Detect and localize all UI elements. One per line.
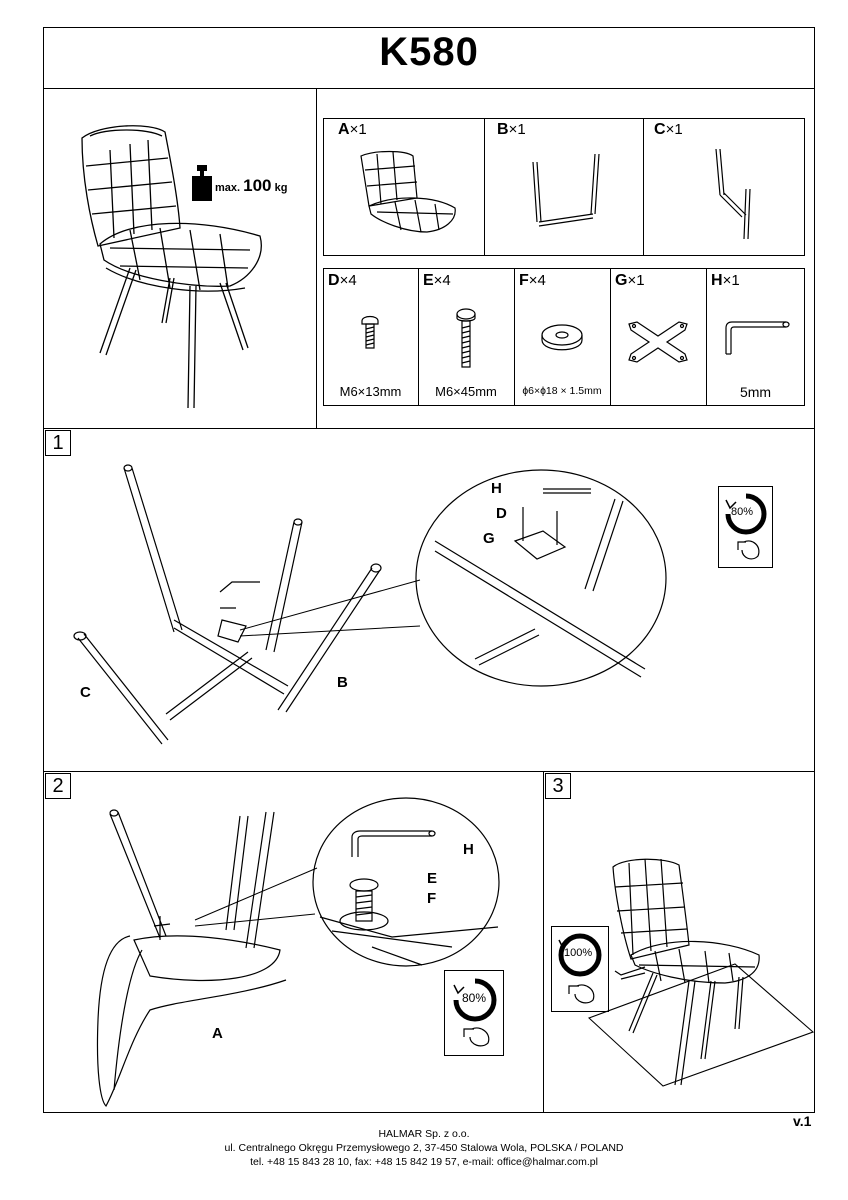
page-title: K580 — [379, 30, 479, 74]
parts-row-small-divider-1 — [418, 268, 419, 406]
step-3-torque-box — [551, 926, 609, 1012]
header-divider — [43, 88, 815, 89]
part-h-letter: H — [711, 272, 723, 289]
step-1-label-b: B — [337, 674, 348, 691]
step-2-label-e: E — [427, 870, 438, 887]
long-bolt-icon — [456, 308, 476, 370]
step-1-detail-magnifier — [415, 469, 667, 687]
part-d-qty: ×4 — [339, 272, 357, 289]
step-1-detail-leaders — [230, 560, 430, 640]
step-2-label-f: F — [427, 890, 437, 907]
step-divider — [543, 771, 544, 1113]
parts-row-small — [323, 268, 805, 406]
part-b-letter: B — [497, 121, 509, 138]
short-bolt-icon — [360, 315, 380, 355]
part-h-spec: 5mm — [739, 384, 772, 400]
part-e-qty: ×4 — [433, 272, 451, 289]
part-f-spec: ɸ6×ɸ18 × 1.5mm — [522, 385, 602, 397]
footer-company: HALMAR Sp. z o.o. — [378, 1128, 470, 1140]
part-a-label: A×1 — [338, 121, 367, 139]
step-2-label-a: A — [212, 1025, 223, 1042]
section-divider-1 — [43, 428, 815, 429]
document-frame — [43, 27, 815, 1113]
part-g-label: G×1 — [615, 272, 645, 290]
chair-overview-illustration — [70, 118, 310, 418]
step-1-label-c: C — [80, 684, 91, 701]
part-f-qty: ×4 — [528, 272, 546, 289]
section-divider-2 — [43, 771, 815, 772]
weight-icon — [192, 165, 212, 201]
step-2-label-h: H — [463, 841, 474, 858]
parts-row-large-divider-1 — [484, 118, 485, 256]
step-1-torque-box — [718, 486, 773, 568]
part-e-spec: M6×45mm — [435, 384, 497, 399]
footer-address: ul. Centralnego Okręgu Przemysłowego 2, … — [224, 1142, 624, 1154]
part-c-frame-illustration — [706, 145, 756, 245]
part-b-label: B×1 — [497, 121, 526, 139]
part-d-spec: M6×13mm — [339, 384, 402, 399]
step-1-number: 1 — [45, 430, 71, 456]
part-g-letter: G — [615, 272, 628, 289]
part-d-letter: D — [328, 272, 340, 289]
part-e-label: E×4 — [423, 272, 451, 290]
step-3-number: 3 — [545, 773, 571, 799]
part-f-letter: F — [519, 272, 529, 289]
part-a-qty: ×1 — [349, 121, 367, 138]
part-f-label: F×4 — [519, 272, 546, 290]
step-1-torque-value: 80% — [731, 506, 754, 518]
step-2-detail-leaders — [185, 860, 325, 930]
hex-key-icon — [722, 320, 792, 356]
step-3-chair-illustration — [605, 855, 785, 1085]
step-2-detail-magnifier — [312, 797, 500, 967]
part-h-qty: ×1 — [722, 272, 740, 289]
step-3-torque-value: 100% — [564, 947, 593, 959]
cross-plate-icon — [625, 320, 691, 364]
max-load-prefix: max. — [215, 182, 241, 194]
parts-row-small-divider-2 — [514, 268, 515, 406]
step-2-torque-value: 80% — [462, 991, 487, 1005]
part-c-letter: C — [654, 121, 666, 138]
step-3-floor-illustration — [585, 960, 815, 1090]
max-load-unit: kg — [274, 182, 288, 194]
part-h-label: H×1 — [711, 272, 740, 290]
parts-row-large-divider-2 — [643, 118, 644, 256]
step-1-torque-icon — [722, 490, 770, 564]
part-e-letter: E — [423, 272, 434, 289]
part-d-label: D×4 — [328, 272, 357, 290]
step-1-label-g: G — [483, 530, 495, 547]
step-2-chair-illustration — [90, 800, 330, 1110]
part-b-qty: ×1 — [508, 121, 526, 138]
step-2-torque-box — [444, 970, 504, 1056]
footer-contact: tel. +48 15 843 28 10, fax: +48 15 842 1… — [250, 1156, 598, 1168]
version-label: v.1 — [793, 1113, 812, 1129]
overview-divider — [316, 88, 317, 428]
part-a-letter: A — [338, 121, 350, 138]
parts-row-large — [323, 118, 805, 256]
max-load-label: max. 100 kg — [215, 176, 287, 196]
part-c-label: C×1 — [654, 121, 683, 139]
parts-row-small-divider-3 — [610, 268, 611, 406]
step-1-label-d: D — [496, 505, 507, 522]
step-2-torque-icon — [450, 975, 500, 1051]
part-g-qty: ×1 — [627, 272, 645, 289]
part-c-qty: ×1 — [665, 121, 683, 138]
max-load-value: 100 — [243, 176, 272, 195]
step-1-label-h: H — [491, 480, 502, 497]
step-2-number: 2 — [45, 773, 71, 799]
step-1-frame-illustration — [70, 460, 390, 750]
step-3-torque-icon — [555, 930, 605, 1008]
parts-row-small-divider-4 — [706, 268, 707, 406]
part-b-frame-illustration — [525, 150, 605, 230]
washer-icon — [540, 323, 584, 353]
part-a-seat-illustration — [355, 150, 465, 240]
